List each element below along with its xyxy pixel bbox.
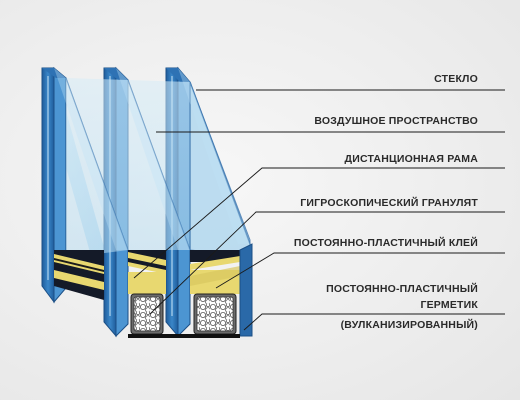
- label-sealant-line3: (ВУЛКАНИЗИРОВАННЫЙ): [340, 319, 478, 331]
- label-glass: СТЕКЛО: [434, 73, 478, 85]
- leader-desiccant: [149, 211, 505, 315]
- label-sealant-line2: ГЕРМЕТИК: [420, 299, 478, 311]
- label-air-space: ВОЗДУШНОЕ ПРОСТРАНСТВО: [314, 115, 478, 127]
- label-sealant-line1: ПОСТОЯННО-ПЛАСТИЧНЫЙ: [326, 283, 478, 295]
- leader-spacer-frame: [133, 167, 505, 279]
- glass-faces: [54, 68, 251, 258]
- leader-sealant: [243, 313, 505, 331]
- leader-lines: [133, 89, 505, 331]
- label-desiccant: ГИГРОСКОПИЧЕСКИЙ ГРАНУЛЯТ: [300, 197, 478, 209]
- leader-adhesive: [215, 252, 505, 289]
- label-adhesive: ПОСТОЯННО-ПЛАСТИЧНЫЙ КЛЕЙ: [293, 237, 478, 249]
- spacer-right-chamber: [190, 250, 240, 335]
- spacer-middle-chamber: [128, 250, 166, 335]
- sealant-left-chamber: [54, 250, 104, 300]
- outer-sealant: [128, 243, 253, 338]
- label-spacer-frame: ДИСТАНЦИОННАЯ РАМА: [344, 153, 478, 165]
